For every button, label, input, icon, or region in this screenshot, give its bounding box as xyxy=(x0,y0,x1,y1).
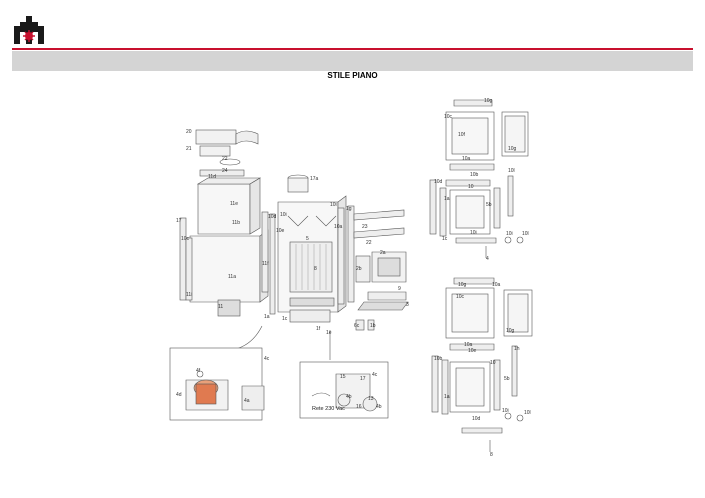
svg-text:13: 13 xyxy=(368,396,374,402)
page-title: STILE PIANO xyxy=(327,71,378,80)
svg-text:4c: 4c xyxy=(264,356,270,362)
part-labels: 20 21 22 24 11d 11e 11b 17 10c 11a 11i 11 11f 10d… xyxy=(176,98,531,458)
svg-text:10c: 10c xyxy=(444,114,453,120)
svg-text:4b: 4b xyxy=(376,404,382,410)
electrical-callout xyxy=(299,330,389,419)
svg-text:11b: 11b xyxy=(232,220,240,226)
svg-text:10e: 10e xyxy=(276,228,285,234)
svg-text:10b: 10b xyxy=(470,172,479,178)
svg-text:10b: 10b xyxy=(434,356,443,362)
svg-text:1b: 1b xyxy=(370,323,376,329)
svg-text:10d: 10d xyxy=(268,214,277,220)
svg-text:4c: 4c xyxy=(372,372,378,378)
svg-text:4: 4 xyxy=(486,256,489,262)
rete-label: Rete 230 Vac xyxy=(312,406,345,412)
svg-text:10g: 10g xyxy=(458,282,467,288)
fan-kit-callout xyxy=(169,325,265,421)
svg-text:5b: 5b xyxy=(486,202,492,208)
svg-text:1e: 1e xyxy=(326,330,332,336)
svg-text:10i: 10i xyxy=(506,231,513,237)
svg-text:10i: 10i xyxy=(280,212,287,218)
svg-text:11f: 11f xyxy=(262,261,269,267)
svg-text:10i: 10i xyxy=(330,202,337,208)
svg-text:11: 11 xyxy=(218,304,223,310)
svg-text:17a: 17a xyxy=(310,176,319,182)
door-assembly-top xyxy=(429,99,529,258)
brand-logo-icon xyxy=(14,16,44,44)
door-assembly-bottom xyxy=(431,277,533,452)
svg-text:5b: 5b xyxy=(504,376,510,382)
svg-text:5: 5 xyxy=(306,236,309,242)
svg-text:17: 17 xyxy=(176,218,182,224)
svg-text:8: 8 xyxy=(314,266,317,272)
svg-text:10a: 10a xyxy=(464,342,473,348)
svg-text:1h: 1h xyxy=(514,346,520,352)
firebox-parts xyxy=(353,209,409,331)
stove-body xyxy=(269,174,355,323)
svg-text:1g: 1g xyxy=(346,206,352,212)
svg-text:22: 22 xyxy=(366,240,372,246)
header-bar xyxy=(12,51,693,71)
svg-text:10l: 10l xyxy=(508,168,515,174)
page-header xyxy=(0,0,705,50)
svg-text:1c: 1c xyxy=(442,236,448,242)
svg-text:15: 15 xyxy=(340,374,346,380)
svg-text:10c: 10c xyxy=(456,294,465,300)
svg-text:10c: 10c xyxy=(181,236,190,242)
svg-text:10i: 10i xyxy=(470,230,477,236)
svg-text:2b: 2b xyxy=(356,266,362,272)
svg-text:1a: 1a xyxy=(264,314,270,320)
svg-text:8: 8 xyxy=(490,452,493,458)
svg-text:1f: 1f xyxy=(316,326,321,332)
svg-text:11a: 11a xyxy=(228,274,236,280)
header-divider xyxy=(12,48,693,50)
svg-text:24: 24 xyxy=(222,168,228,174)
svg-text:11d: 11d xyxy=(208,174,216,180)
svg-text:10: 10 xyxy=(468,184,474,190)
svg-text:10: 10 xyxy=(490,360,496,366)
svg-text:21: 21 xyxy=(186,146,192,152)
svg-text:4a: 4a xyxy=(244,398,250,404)
svg-text:4d: 4d xyxy=(176,392,182,398)
svg-text:16: 16 xyxy=(356,404,362,410)
svg-text:10d: 10d xyxy=(472,416,481,422)
svg-text:2a: 2a xyxy=(380,250,386,256)
hood-assembly xyxy=(179,177,269,317)
svg-text:10a: 10a xyxy=(462,156,471,162)
svg-text:22: 22 xyxy=(222,156,228,162)
svg-text:4f: 4f xyxy=(196,368,201,374)
duct-kit xyxy=(195,129,259,177)
svg-text:3: 3 xyxy=(406,302,409,308)
svg-text:10a: 10a xyxy=(492,282,501,288)
svg-text:10d: 10d xyxy=(434,179,443,185)
svg-text:4b: 4b xyxy=(346,394,352,400)
svg-text:9: 9 xyxy=(398,286,401,292)
svg-text:10l: 10l xyxy=(522,231,529,237)
svg-text:17: 17 xyxy=(360,376,366,382)
svg-text:23: 23 xyxy=(362,224,368,230)
svg-text:10a: 10a xyxy=(334,224,343,230)
svg-text:1c: 1c xyxy=(282,316,288,322)
svg-text:10g: 10g xyxy=(508,146,517,152)
svg-text:10g: 10g xyxy=(484,98,493,104)
svg-text:11e: 11e xyxy=(230,201,238,207)
svg-text:1a: 1a xyxy=(444,196,450,202)
svg-text:10e: 10e xyxy=(468,348,477,354)
svg-text:20: 20 xyxy=(186,129,192,135)
svg-text:10g: 10g xyxy=(506,328,515,334)
svg-text:10l: 10l xyxy=(524,410,531,416)
svg-text:11i: 11i xyxy=(186,292,192,298)
svg-text:10f: 10f xyxy=(458,132,466,138)
svg-text:1a: 1a xyxy=(444,394,450,400)
svg-text:10i: 10i xyxy=(502,408,509,414)
svg-text:6c: 6c xyxy=(354,323,360,329)
